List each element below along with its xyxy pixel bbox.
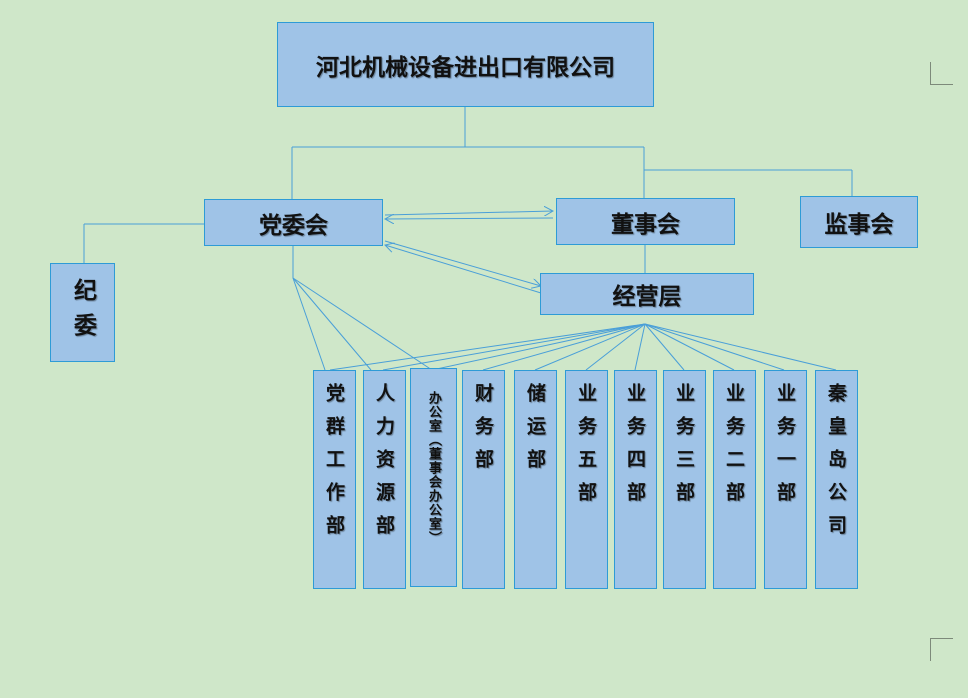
management-box: 经营层 [540,273,754,315]
crop-mark-top [930,62,953,85]
dept-office: 办公室（董事会办公室） [410,368,457,587]
company-label: 河北机械设备进出口有限公司 [316,54,615,81]
dept-label: 办公室（董事会办公室） [426,391,441,545]
party-committee-label: 党委会 [259,212,328,239]
dept-finance: 财务部 [462,370,505,589]
dept-business-2: 业务二部 [713,370,756,589]
supervisory-box: 监事会 [800,196,918,248]
dept-label: 秦皇岛公司 [825,383,847,548]
dept-label: 业务四部 [624,383,646,515]
dept-business-5: 业务五部 [565,370,608,589]
dept-label: 人力资源部 [373,383,395,548]
dept-label: 储运部 [524,383,546,482]
dept-business-4: 业务四部 [614,370,657,589]
party-committee-box: 党委会 [204,199,383,246]
dept-logistics: 储运部 [514,370,557,589]
dept-label: 财务部 [472,383,494,482]
dept-hr: 人力资源部 [363,370,406,589]
discipline-box: 纪委 [50,263,115,362]
board-box: 董事会 [556,198,735,245]
management-label: 经营层 [612,284,682,310]
company-box: 河北机械设备进出口有限公司 [277,22,654,107]
dept-label: 业务五部 [575,383,597,515]
dept-label: 党群工作部 [323,383,345,548]
dept-qinhuangdao: 秦皇岛公司 [815,370,858,589]
dept-label: 业务二部 [723,383,745,515]
dept-label: 业务三部 [673,383,695,515]
dept-party-work: 党群工作部 [313,370,356,589]
dept-business-3: 业务三部 [663,370,706,589]
supervisory-label: 监事会 [824,212,894,238]
crop-mark-bottom [930,638,953,661]
board-label: 董事会 [611,211,680,238]
dept-business-1: 业务一部 [764,370,807,589]
dept-label: 业务一部 [774,383,796,515]
discipline-label: 纪委 [69,277,96,348]
